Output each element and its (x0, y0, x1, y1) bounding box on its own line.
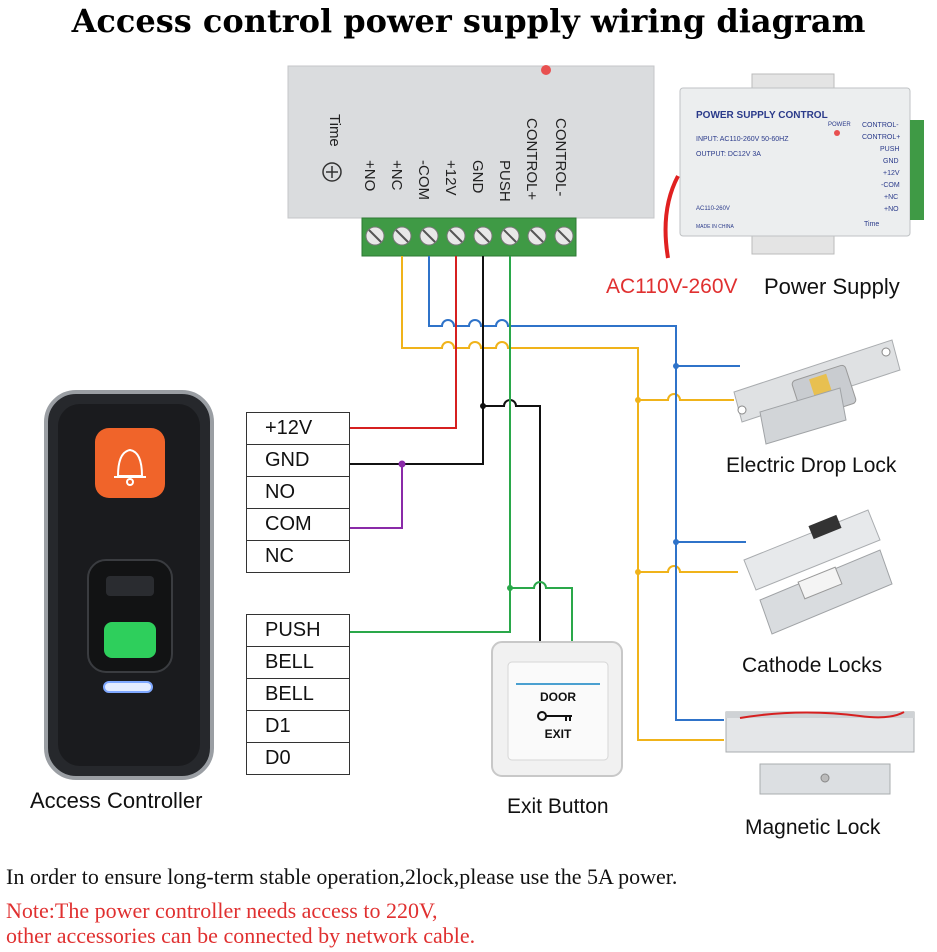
exit-door-text: DOOR (540, 690, 576, 704)
terminal-com: COM (247, 509, 349, 541)
terminal-plus12v: +12V (247, 413, 349, 445)
ac-voltage-label: AC110V-260V (606, 275, 738, 298)
power-supply-label: Power Supply (764, 274, 900, 299)
closeup-terminal-label: +NC (388, 160, 405, 191)
magnetic-lock-device (725, 711, 915, 795)
closeup-terminal-label: GND (469, 160, 486, 194)
wires (330, 256, 746, 741)
ps-photo-terminal: +12V (883, 170, 900, 177)
closeup-terminal-label: CONTROL+ (523, 118, 540, 200)
magnetic-lock-label: Magnetic Lock (745, 816, 881, 839)
key-icon (537, 711, 572, 721)
terminal-push: PUSH (247, 615, 349, 647)
wire-green (330, 256, 511, 633)
terminal-d0: D0 (265, 747, 291, 769)
wire-blue (428, 256, 724, 721)
note-power-recommendation: In order to ensure long-term stable oper… (6, 864, 678, 889)
closeup-terminal-label: +12V (442, 160, 459, 195)
status-led (103, 681, 153, 693)
note-red-block: Note:The power controller needs access t… (6, 898, 475, 948)
electric-drop-lock-device (733, 339, 901, 445)
ps-photo-terminal: +NO (884, 206, 899, 213)
closeup-time-label: Time (326, 114, 343, 147)
wire-green (510, 581, 573, 646)
ps-photo-input: INPUT: AC110-260V 50-60HZ (696, 136, 789, 143)
note-red-line2: other accessories can be connected by ne… (6, 923, 476, 948)
wire-yellow (401, 256, 724, 741)
ps-photo-terminal: +NC (884, 194, 898, 201)
power-supply-closeup: Time +NO +NC -COM +12V GND PUSH CONTROL+… (287, 65, 655, 257)
wire-yellow (638, 393, 734, 401)
terminal-d1: D1 (247, 711, 349, 743)
wire-purple (330, 464, 403, 529)
access-controller-label: Access Controller (30, 788, 203, 813)
ps-photo-terminal: PUSH (880, 146, 899, 153)
power-supply-photo: POWER SUPPLY CONTROL INPUT: AC110-260V 5… (663, 73, 924, 259)
ps-photo-terminal: CONTROL+ (862, 134, 900, 141)
closeup-terminal-label: +NO (361, 160, 378, 191)
closeup-terminal-label: CONTROL- (552, 118, 569, 196)
closeup-terminal-label: -COM (415, 160, 432, 200)
controller-terminal-table-bottom: PUSH BELL BELL D1 D0 (246, 614, 350, 775)
note-red-line1: Note:The power controller needs access t… (6, 898, 438, 923)
ps-photo-ac: AC110-260V (696, 206, 730, 212)
closeup-terminal-label: PUSH (496, 160, 513, 202)
terminal-nc: NC (265, 545, 294, 567)
exit-button-device: DOOR EXIT (491, 641, 623, 777)
terminal-gnd: GND (247, 445, 349, 477)
cathode-locks-label: Cathode Locks (742, 654, 883, 677)
fingerprint-window (104, 622, 156, 658)
ps-photo-terminal: -COM (881, 182, 900, 189)
ps-photo-header: POWER SUPPLY CONTROL (696, 110, 828, 121)
ps-photo-time: Time (864, 221, 879, 228)
wire-black (330, 256, 484, 465)
controller-terminal-table-top: +12V GND NO COM NC (246, 412, 350, 573)
ps-photo-terminal: CONTROL- (862, 122, 899, 129)
terminal-bell: BELL (247, 679, 349, 711)
terminal-no: NO (247, 477, 349, 509)
ps-photo-terminal: GND (883, 158, 899, 165)
cathode-locks-device (743, 509, 893, 635)
time-knob-icon (322, 162, 342, 182)
terminal-bell: BELL (247, 647, 349, 679)
wire-yellow (638, 565, 738, 573)
ps-photo-made: MADE IN CHINA (696, 224, 734, 230)
diagram-title: Access control power supply wiring diagr… (71, 2, 866, 40)
access-controller-device (44, 390, 214, 780)
bell-button (95, 428, 165, 498)
wire-red (330, 256, 457, 429)
exit-button-label: Exit Button (507, 795, 609, 818)
electric-drop-lock-label: Electric Drop Lock (726, 454, 897, 477)
ps-photo-output: OUTPUT: DC12V 3A (696, 151, 761, 158)
wire-black (483, 399, 541, 646)
bell-icon (114, 448, 146, 486)
exit-exit-text: EXIT (545, 727, 572, 741)
ps-photo-power: POWER (828, 122, 851, 128)
